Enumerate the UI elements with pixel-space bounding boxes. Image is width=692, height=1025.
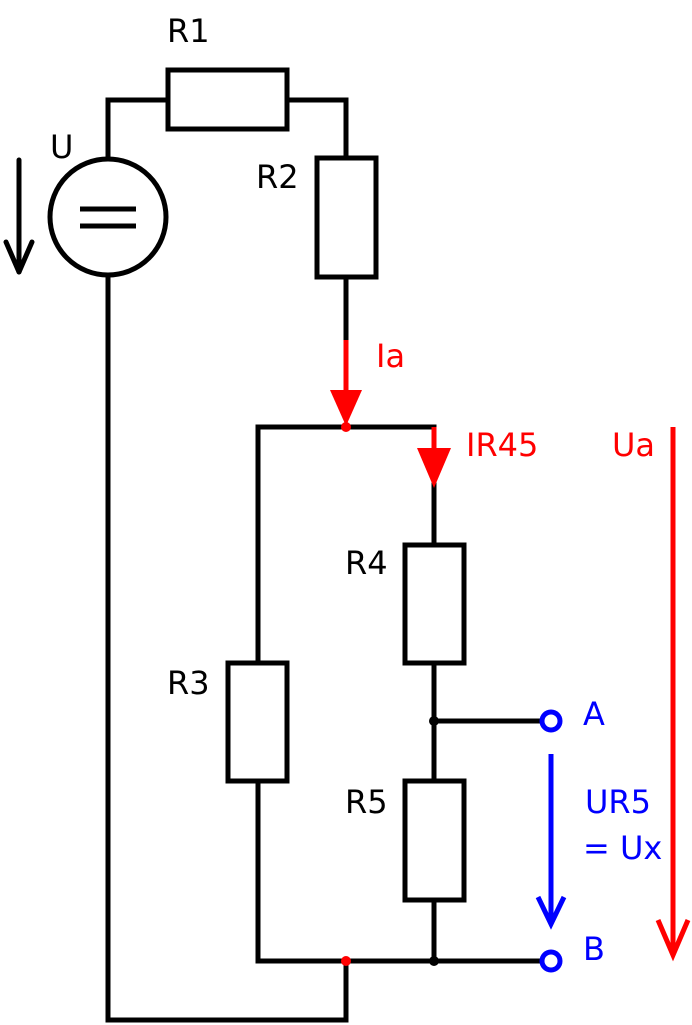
label-u: U	[50, 128, 73, 166]
terminal-b-icon	[539, 949, 563, 973]
label-r3: R3	[167, 664, 210, 702]
wire-r1-to-r2	[284, 97, 349, 161]
label-ur5-line2: = Ux	[583, 829, 662, 867]
wire-source-to-r1	[105, 97, 171, 161]
label-ua: Ua	[612, 426, 655, 464]
resistor-r3	[225, 660, 290, 784]
wires	[105, 97, 546, 1023]
label-ur5-line1: UR5	[585, 783, 651, 821]
label-r1: R1	[167, 12, 210, 50]
junction-dot-top	[341, 422, 351, 432]
wire-return	[105, 274, 349, 1023]
terminal-a-icon	[539, 709, 563, 733]
label-terminal-a: A	[583, 695, 605, 733]
junction-dot-r4-r5	[429, 716, 439, 726]
label-r2: R2	[256, 158, 299, 196]
label-r4: R4	[345, 544, 388, 582]
source-arrow-icon	[3, 157, 35, 275]
resistor-r2	[314, 155, 379, 280]
label-r5: R5	[345, 783, 388, 821]
voltage-arrow-ua	[655, 427, 691, 962]
current-arrow-ia	[330, 340, 362, 426]
resistor-r5	[402, 778, 467, 903]
label-terminal-b: B	[583, 930, 605, 968]
junction-dot-bottom	[341, 956, 351, 966]
voltage-arrow-ur5	[535, 754, 567, 930]
label-ir45: IR45	[466, 426, 538, 464]
label-ia: Ia	[376, 337, 405, 375]
resistor-r4	[402, 542, 467, 666]
voltage-source-u	[47, 156, 169, 278]
resistor-r1	[165, 67, 290, 132]
junction-dot-r5-bottom	[429, 956, 439, 966]
current-arrow-ir45	[417, 427, 451, 488]
